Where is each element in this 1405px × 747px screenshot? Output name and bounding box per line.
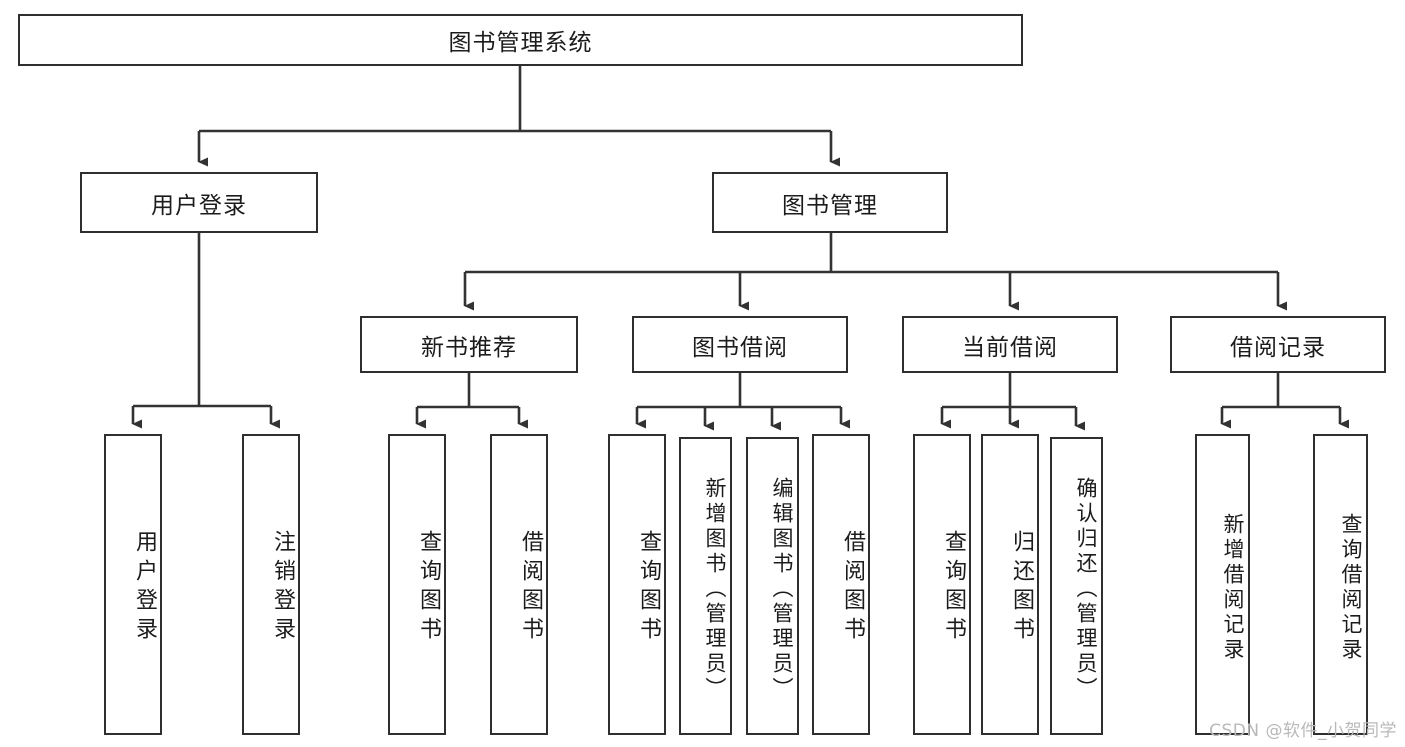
leaf-query-book-recommend[interactable]: 查询图书 — [388, 434, 446, 735]
leaf-borrow-book[interactable]: 借阅图书 — [812, 434, 870, 735]
leaf-add-borrow-record[interactable]: 新增借阅记录 — [1195, 434, 1250, 735]
leaf-query-book-current[interactable]: 查询图书 — [913, 434, 971, 735]
leaf-return-book[interactable]: 归还图书 — [981, 434, 1039, 735]
node-borrow-record[interactable]: 借阅记录 — [1170, 316, 1386, 373]
node-new-book-recommend[interactable]: 新书推荐 — [360, 316, 578, 373]
leaf-add-book-admin[interactable]: 新增图书（管理员） — [679, 437, 732, 735]
leaf-user-login[interactable]: 用户登录 — [104, 434, 162, 735]
leaf-query-book-borrow[interactable]: 查询图书 — [608, 434, 666, 735]
leaf-edit-book-admin[interactable]: 编辑图书（管理员） — [746, 437, 799, 735]
leaf-borrow-book-recommend[interactable]: 借阅图书 — [490, 434, 548, 735]
node-book-management[interactable]: 图书管理 — [712, 172, 948, 233]
node-book-borrow[interactable]: 图书借阅 — [632, 316, 848, 373]
leaf-confirm-return-admin[interactable]: 确认归还（管理员） — [1050, 437, 1103, 735]
node-root[interactable]: 图书管理系统 — [18, 14, 1023, 66]
leaf-logout[interactable]: 注销登录 — [242, 434, 300, 735]
node-user-login[interactable]: 用户登录 — [80, 172, 318, 233]
leaf-query-borrow-record[interactable]: 查询借阅记录 — [1313, 434, 1368, 735]
watermark-text: CSDN @软件_小贺同学 — [1209, 721, 1397, 741]
node-current-borrow[interactable]: 当前借阅 — [902, 316, 1118, 373]
